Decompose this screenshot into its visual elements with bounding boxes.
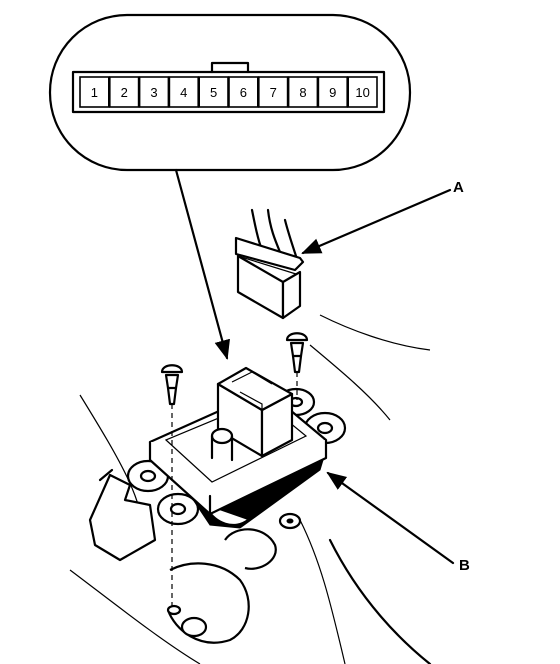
pin-number: 6 (240, 85, 247, 100)
background-housing (69, 314, 432, 664)
pin-cell: 10 (347, 76, 378, 108)
pin-box (198, 76, 229, 108)
callout-b-label: B (459, 557, 470, 574)
inset-pointer-arrow (174, 168, 230, 360)
pin-number: 4 (180, 85, 187, 100)
pin-box (168, 76, 199, 108)
pin-box (228, 76, 259, 108)
pin-cell: 7 (257, 76, 289, 108)
pin-number: 5 (210, 85, 217, 100)
callout-b-leader (326, 471, 455, 565)
pin-cells: 1 2 3 4 5 6 7 8 9 10 (79, 76, 378, 108)
pin-cell: 8 (287, 76, 319, 108)
callout-a-label: A (453, 179, 464, 196)
pin-box (287, 76, 319, 108)
pin-cell: 3 (138, 76, 170, 108)
pin-box (257, 76, 289, 108)
pin-cell: 5 (198, 76, 229, 108)
pin-cell: 1 (79, 76, 110, 108)
pin-box (317, 76, 348, 108)
connector-face (71, 70, 386, 114)
pin-number: 2 (121, 85, 128, 100)
pin-box (138, 76, 170, 108)
mounting-screw-left (160, 364, 184, 616)
pin-box (347, 76, 378, 108)
harness-connector-a (234, 208, 305, 320)
pin-box (79, 76, 110, 108)
connector-key (210, 61, 250, 74)
pin-number: 3 (150, 85, 157, 100)
pin-number: 7 (270, 85, 277, 100)
inset-bubble (48, 13, 412, 172)
pin-cell: 9 (317, 76, 348, 108)
pin-number: 9 (329, 85, 336, 100)
pin-number: 1 (91, 85, 98, 100)
pin-number: 10 (355, 85, 369, 100)
callout-a-leader (301, 188, 452, 255)
mounting-screw-right (285, 332, 309, 400)
pin-cell: 6 (228, 76, 259, 108)
connector-inset: 1 2 3 4 5 6 7 8 9 10 (48, 13, 412, 172)
pin-box (109, 76, 140, 108)
pin-cell: 2 (109, 76, 140, 108)
switch-module-b (126, 366, 347, 530)
pin-number: 8 (299, 85, 306, 100)
pin-cell: 4 (168, 76, 199, 108)
